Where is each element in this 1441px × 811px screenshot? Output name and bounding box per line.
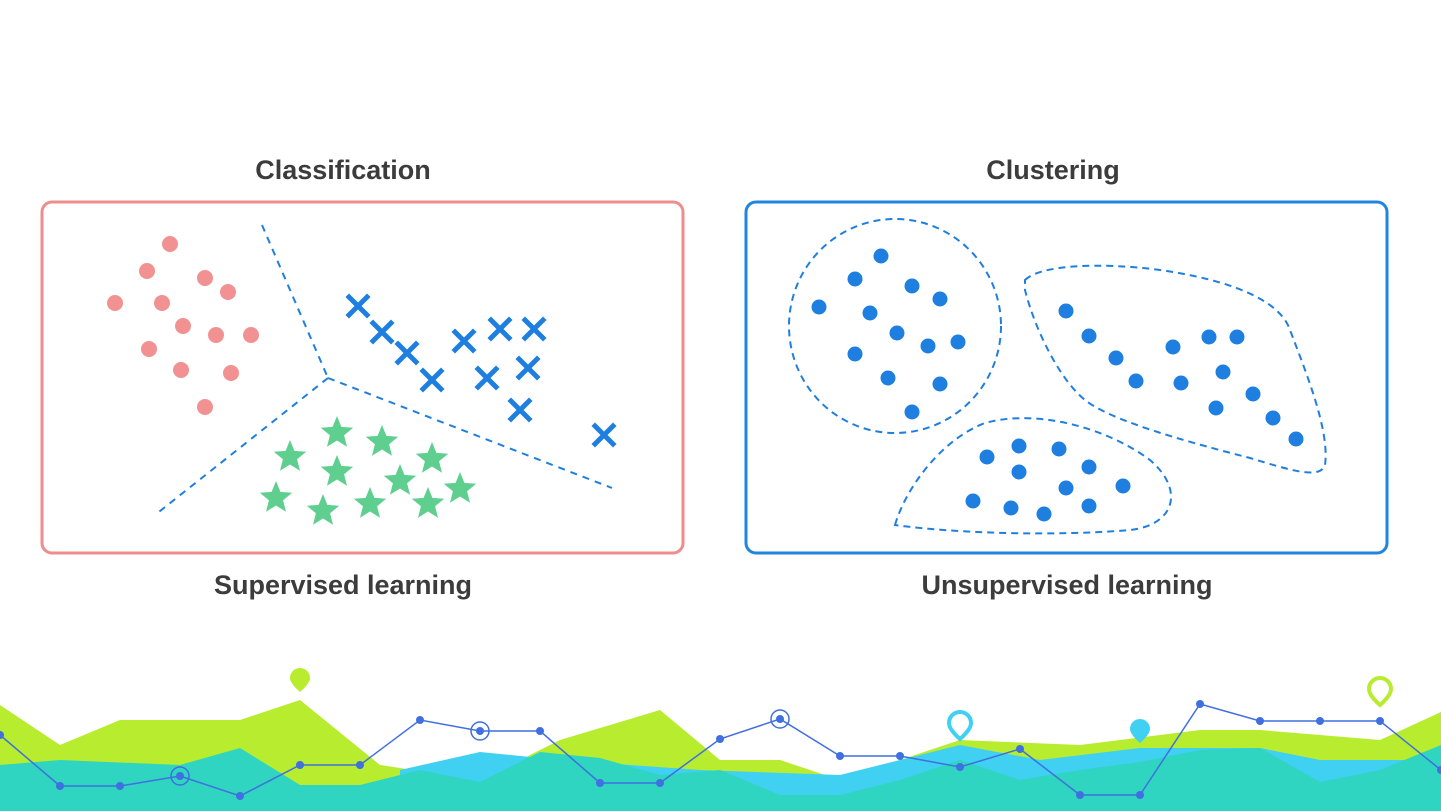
class-cross-point xyxy=(423,371,441,389)
class-cross-point xyxy=(349,297,367,315)
boundary-lower-right xyxy=(328,378,612,488)
boundary-lower-left xyxy=(155,378,328,515)
cluster-point xyxy=(1082,329,1097,344)
class-cross-point xyxy=(519,359,537,377)
cluster-point xyxy=(890,326,905,341)
class-star-point xyxy=(412,487,444,518)
class-star-points xyxy=(260,416,476,525)
cluster-point xyxy=(1082,499,1097,514)
cluster-point xyxy=(848,347,863,362)
cluster-point xyxy=(1174,376,1189,391)
class-star-point xyxy=(307,494,339,525)
class-circle-point xyxy=(220,284,236,300)
cluster-point xyxy=(1230,330,1245,345)
cluster-point xyxy=(905,405,920,420)
class-cross-point xyxy=(525,320,543,338)
class-cross-point xyxy=(491,320,509,338)
cluster-point xyxy=(1052,442,1067,457)
class-circle-point xyxy=(175,318,191,334)
cluster-outlines xyxy=(789,219,1326,533)
class-cross-point xyxy=(373,323,391,341)
cluster-point xyxy=(951,335,966,350)
cluster-point xyxy=(1129,374,1144,389)
class-cross-point xyxy=(595,426,613,444)
cluster-point xyxy=(980,450,995,465)
class-circle-point xyxy=(162,236,178,252)
cluster-points xyxy=(812,249,1304,522)
class-circle-point xyxy=(197,270,213,286)
cluster-point xyxy=(1209,401,1224,416)
cluster-point xyxy=(874,249,889,264)
cluster-outline-right xyxy=(1025,266,1326,473)
clustering-frame xyxy=(746,202,1387,553)
cluster-point xyxy=(905,279,920,294)
cluster-point xyxy=(881,371,896,386)
cluster-outline-bottom xyxy=(895,418,1171,533)
boundary-upper xyxy=(262,225,328,378)
cluster-point xyxy=(921,339,936,354)
cluster-point xyxy=(863,306,878,321)
class-star-point xyxy=(354,487,386,518)
cluster-point xyxy=(1202,330,1217,345)
cluster-point xyxy=(1082,460,1097,475)
cluster-point xyxy=(1246,387,1261,402)
class-cross-point xyxy=(455,332,473,350)
clustering-caption: Unsupervised learning xyxy=(747,570,1387,601)
class-circle-point xyxy=(154,295,170,311)
class-star-point xyxy=(416,442,448,473)
classification-caption: Supervised learning xyxy=(23,570,663,601)
class-circle-point xyxy=(197,399,213,415)
cluster-point xyxy=(1116,479,1131,494)
cluster-point xyxy=(1059,304,1074,319)
class-cross-point xyxy=(398,344,416,362)
cluster-point xyxy=(812,300,827,315)
class-circle-point xyxy=(139,263,155,279)
cluster-point xyxy=(1266,411,1281,426)
class-star-point xyxy=(321,455,353,486)
cluster-point xyxy=(1289,432,1304,447)
class-circle-point xyxy=(173,362,189,378)
cluster-point xyxy=(966,494,981,509)
cluster-point xyxy=(1012,465,1027,480)
class-circle-point xyxy=(243,327,259,343)
cluster-point xyxy=(1166,340,1181,355)
class-star-point xyxy=(384,464,416,495)
cluster-point xyxy=(1059,481,1074,496)
cluster-point xyxy=(1109,351,1124,366)
class-circle-points xyxy=(107,236,259,415)
cluster-point xyxy=(1216,365,1231,380)
decision-boundaries xyxy=(155,225,612,515)
class-star-point xyxy=(321,416,353,447)
cluster-point xyxy=(1012,439,1027,454)
class-cross-point xyxy=(511,401,529,419)
class-circle-point xyxy=(208,327,224,343)
cluster-point xyxy=(1037,507,1052,522)
cluster-point xyxy=(848,272,863,287)
class-circle-point xyxy=(223,365,239,381)
class-star-point xyxy=(444,472,476,503)
class-star-point xyxy=(260,481,292,512)
cluster-point xyxy=(1004,501,1019,516)
cluster-point xyxy=(933,292,948,307)
class-star-point xyxy=(274,440,306,471)
cluster-point xyxy=(933,377,948,392)
class-circle-point xyxy=(107,295,123,311)
class-cross-point xyxy=(478,369,496,387)
class-circle-point xyxy=(141,341,157,357)
class-cross-points xyxy=(349,297,613,444)
class-star-point xyxy=(366,425,398,456)
